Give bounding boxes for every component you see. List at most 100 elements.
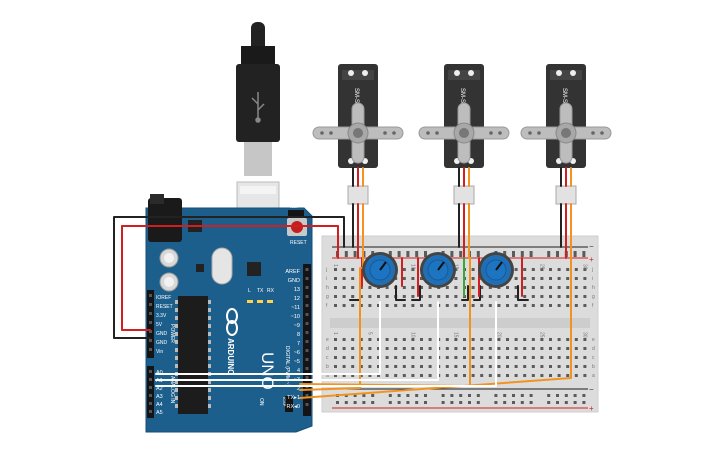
header-pin[interactable] <box>305 295 309 298</box>
header-pin[interactable] <box>149 339 152 342</box>
servo-3-horn[interactable] <box>520 102 612 164</box>
header-pin[interactable] <box>305 349 309 352</box>
breadboard-hole <box>411 374 415 377</box>
rail-hole <box>415 401 419 404</box>
breadboard-hole <box>359 338 363 341</box>
servo-1-leads <box>352 167 364 259</box>
rail-hole <box>468 394 471 397</box>
chip-pin <box>175 316 178 320</box>
breadboard-hole <box>428 304 432 307</box>
rail-hole <box>424 394 427 397</box>
header-pin[interactable] <box>149 410 152 413</box>
breadboard-hole <box>471 304 475 307</box>
rail-hole <box>573 401 577 404</box>
header-pin[interactable] <box>149 294 152 297</box>
digital-pin-label: ~5 <box>294 359 300 365</box>
header-pin[interactable] <box>149 386 152 389</box>
chip-pin <box>208 380 211 384</box>
breadboard-hole <box>359 304 363 307</box>
rail-hole <box>520 394 524 397</box>
header-pin[interactable] <box>305 367 309 370</box>
header-pin[interactable] <box>149 348 152 351</box>
header-pin[interactable] <box>305 268 309 271</box>
breadboard-hole <box>334 304 337 307</box>
header-pin[interactable] <box>305 313 309 316</box>
row-letter: c <box>592 355 595 361</box>
potentiometer-1[interactable] <box>362 252 398 288</box>
breadboard-hole <box>506 338 509 341</box>
header-pin[interactable] <box>305 322 309 325</box>
breadboard-hole <box>342 277 346 280</box>
row-letter: c <box>326 355 329 361</box>
digital-label: DIGITAL (PWM ~) <box>284 346 290 386</box>
breadboard-hole <box>359 295 363 298</box>
breadboard-hole <box>428 365 432 368</box>
header-pin[interactable] <box>305 394 309 397</box>
breadboard-hole <box>531 374 535 377</box>
breadboard-hole <box>566 356 570 359</box>
rail-hole <box>459 401 463 404</box>
servo-1[interactable]: SM-S2309S <box>312 64 404 205</box>
breadboard-hole <box>531 347 535 350</box>
breadboard-hole <box>420 295 423 298</box>
header-pin[interactable] <box>149 330 152 333</box>
servo-2-horn[interactable] <box>418 102 510 164</box>
breadboard-hole <box>488 295 492 298</box>
breadboard-hole <box>480 365 484 368</box>
rail-hole <box>406 394 410 397</box>
rail-hole <box>476 394 480 397</box>
header-pin[interactable] <box>149 402 152 405</box>
wire-servo-1-signal <box>299 203 364 391</box>
breadboard-hole <box>549 338 552 341</box>
header-pin[interactable] <box>149 312 152 315</box>
breadboard-hole <box>359 365 363 368</box>
header-pin[interactable] <box>305 340 309 343</box>
row-letter: g <box>326 294 329 300</box>
header-pin[interactable] <box>149 321 152 324</box>
potentiometer-2[interactable] <box>420 252 456 288</box>
row-letter: e <box>326 337 329 343</box>
breadboard-hole <box>428 356 432 359</box>
breadboard-hole <box>411 338 415 341</box>
breadboard-hole <box>514 304 518 307</box>
servo-1-horn[interactable] <box>312 102 404 164</box>
breadboard-hole <box>514 365 518 368</box>
breadboard-hole <box>497 347 501 350</box>
servo-3[interactable]: SM-S2309S <box>520 64 612 205</box>
breadboard-hole <box>445 374 449 377</box>
header-pin[interactable] <box>149 394 152 397</box>
breadboard-hole <box>497 356 501 359</box>
header-pin[interactable] <box>305 358 309 361</box>
breadboard-hole <box>351 356 355 359</box>
chip-pin <box>175 324 178 328</box>
rail-hole <box>353 401 357 404</box>
breadboard-hole <box>574 365 578 368</box>
header-pin[interactable] <box>305 277 309 280</box>
breadboard-hole <box>514 286 518 289</box>
header-pin[interactable] <box>305 403 309 406</box>
header-pin[interactable] <box>149 303 152 306</box>
chip-pin <box>208 388 211 392</box>
breadboard-hole <box>523 304 527 307</box>
rail-hole <box>582 394 586 397</box>
header-pin[interactable] <box>149 378 152 381</box>
breadboard-hole <box>583 365 587 368</box>
header-pin[interactable] <box>149 370 152 373</box>
breadboard-hole <box>385 374 389 377</box>
header-pin[interactable] <box>305 376 309 379</box>
breadboard-hole <box>566 286 570 289</box>
chip-pin <box>208 396 211 400</box>
header-pin[interactable] <box>305 331 309 334</box>
potentiometer-3[interactable] <box>478 252 514 288</box>
digital-pin-label: TX▸1 <box>287 395 300 401</box>
rail-hole <box>503 251 507 254</box>
servo-2[interactable]: SM-S2309S <box>418 64 510 205</box>
col-number-bottom: 30 <box>581 332 587 338</box>
breadboard-hole <box>583 286 587 289</box>
breadboard-hole <box>540 338 544 341</box>
rail-hole <box>529 251 533 254</box>
header-pin[interactable] <box>305 286 309 289</box>
icsp-label-top: ICSP <box>290 204 300 209</box>
header-pin[interactable] <box>305 304 309 307</box>
breadboard-hole <box>471 338 475 341</box>
